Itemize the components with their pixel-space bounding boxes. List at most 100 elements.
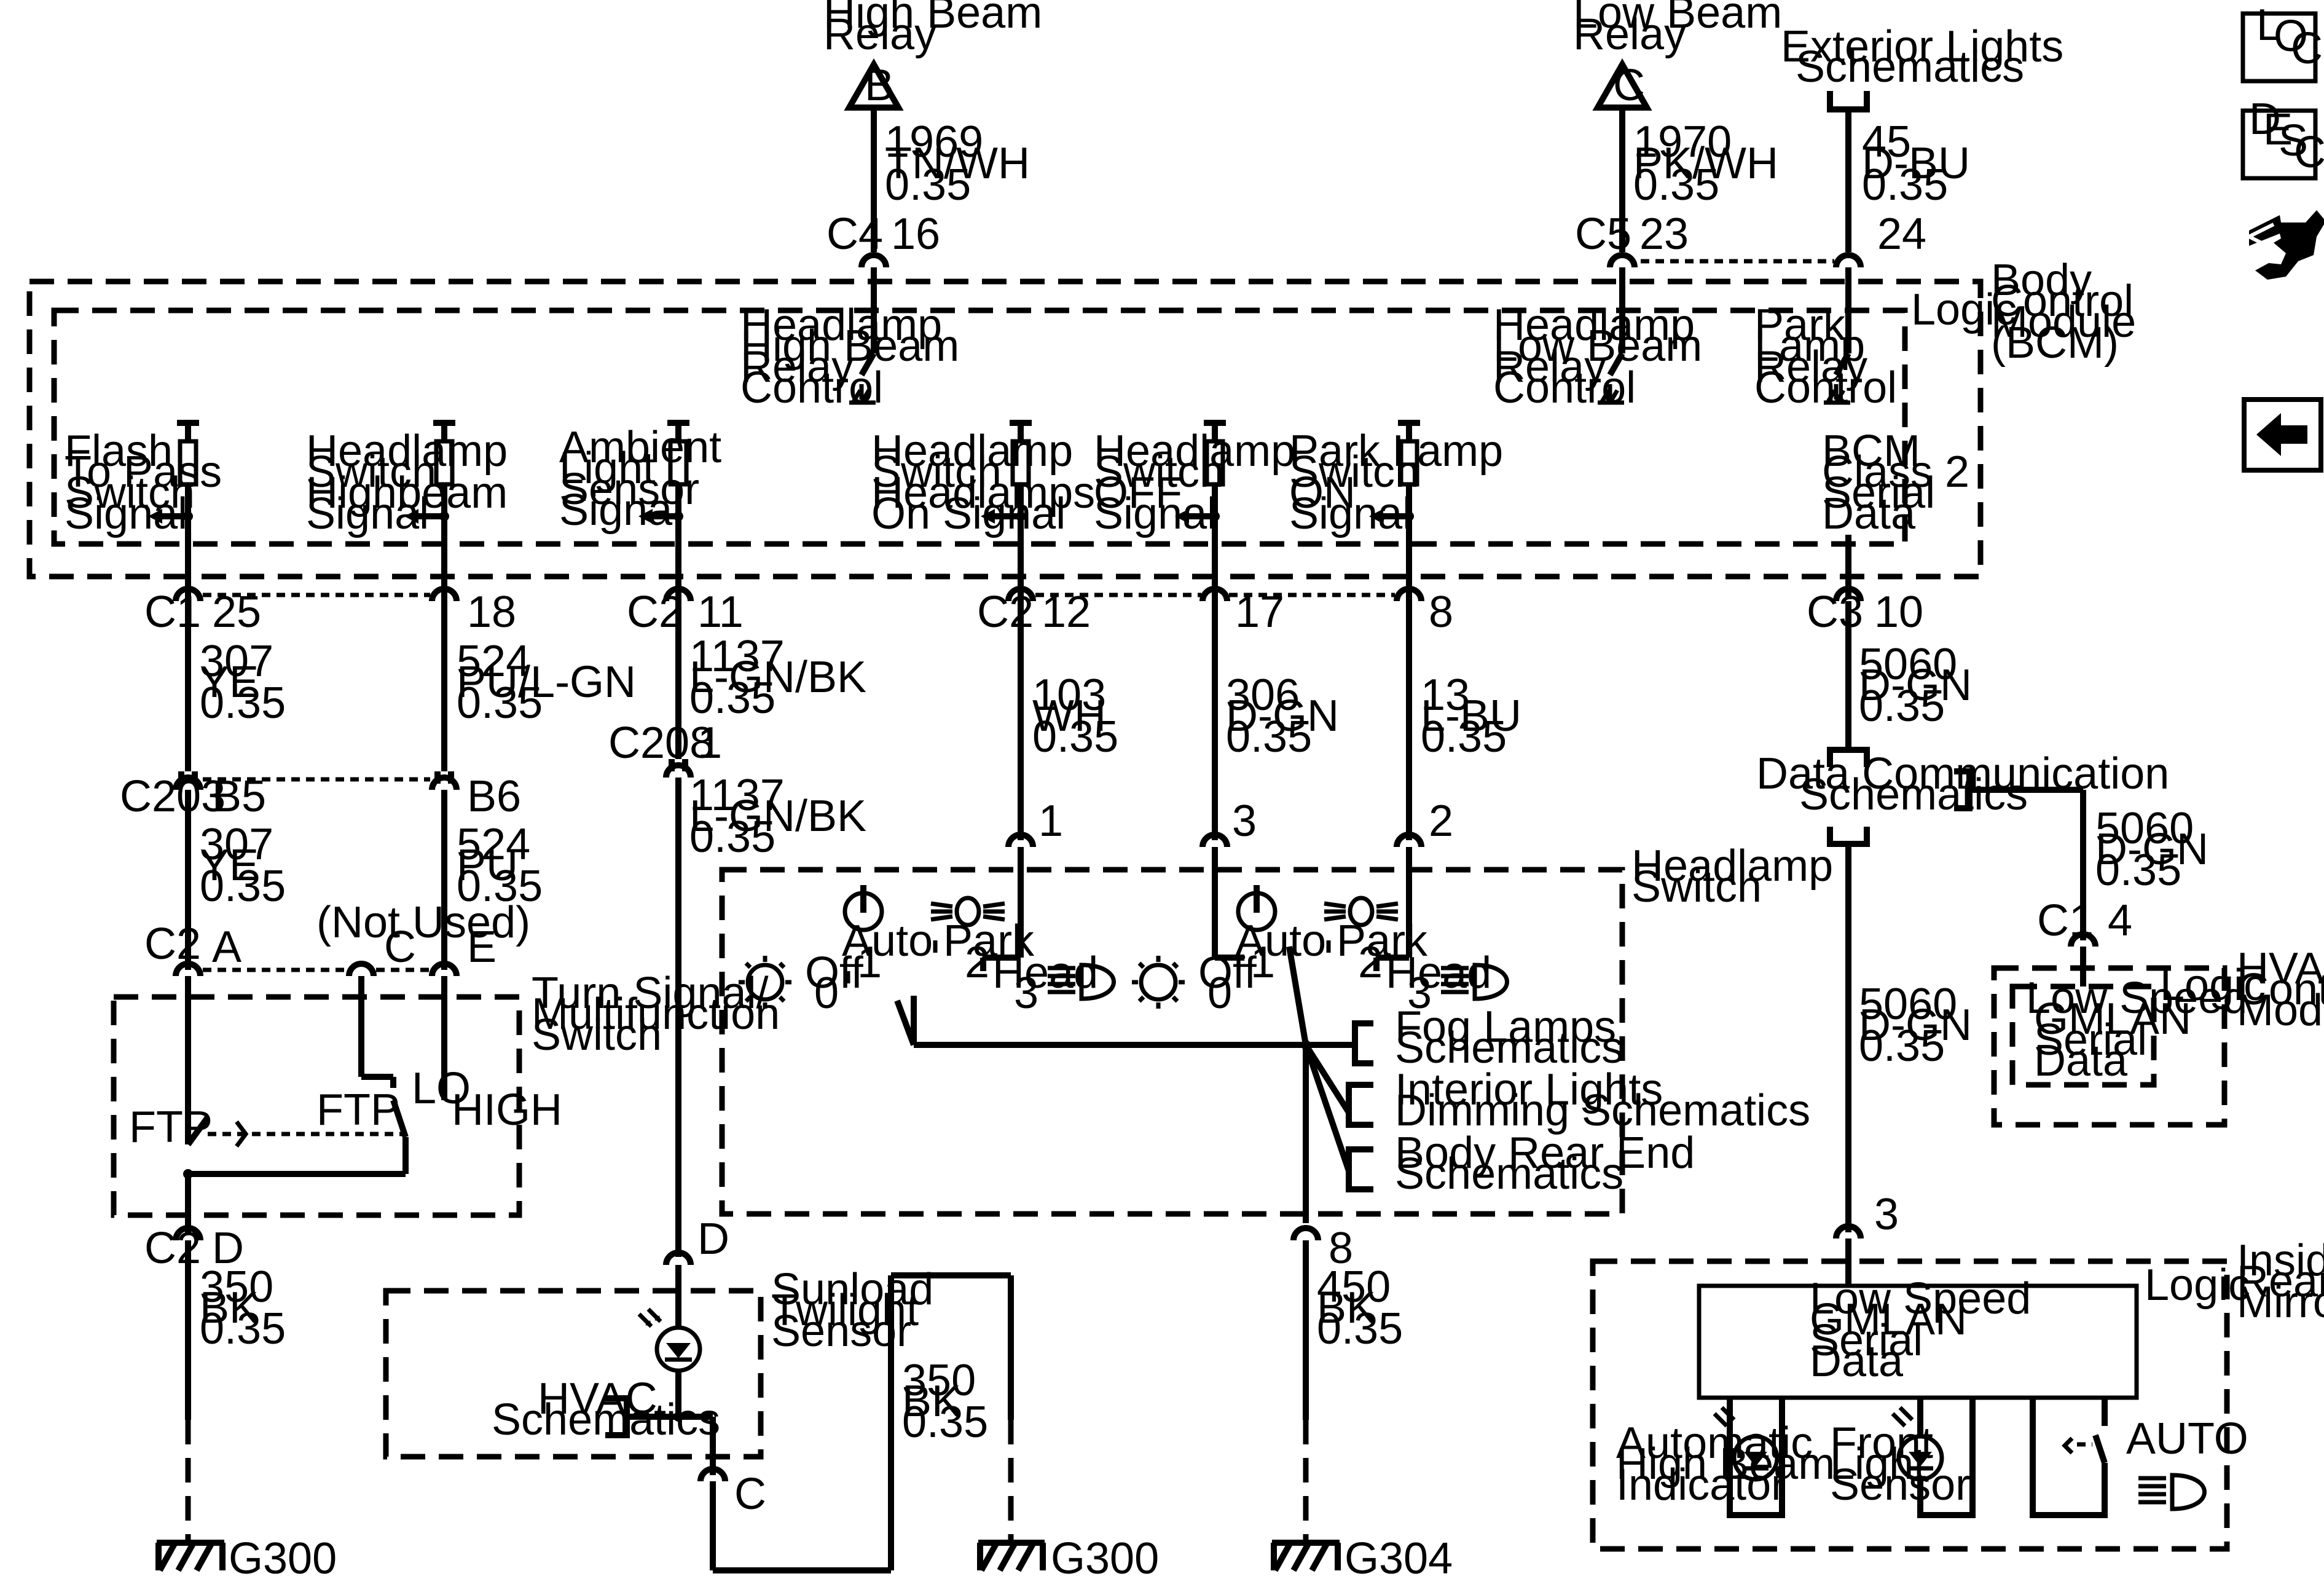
w350a-size: 0.35 [200,1304,286,1353]
auto-headlamp-icon [2138,1473,2207,1511]
back-arrow-button[interactable] [2242,397,2323,473]
g304-label: G304 [1345,1534,1453,1579]
bcm-name-4: (BCM) [1991,318,2119,368]
signal-arrow-icon [1369,509,1383,524]
high-beam-wire-color: TN/WH [885,139,1030,188]
light-bulb-off-icon [1132,956,1185,1009]
low-beam-relay-label-1: Low Beam [1573,0,1782,37]
mirror-indicator-2: High Beam [1616,1439,1835,1489]
ground-g300-b: G300 [977,1534,1159,1579]
park-on-label-2: Switch [1289,447,1419,497]
w307-number: 307 [200,637,273,686]
ts-ftp-2: FTP [316,1085,400,1135]
low-beam-connector: C5 [1575,210,1631,259]
hs-off-num-1: 0 [814,969,839,1018]
ambient-label-2: Light [559,444,655,493]
park-on-label-3: ON [1289,468,1356,518]
w524b-size: 0.35 [457,862,543,911]
hvac-name-2: Control [2237,965,2324,1014]
hb-control-2: High Beam [740,321,959,371]
hvac-gmlan-2: GMLAN [2034,994,2191,1044]
desc-button[interactable]: D E S C [2240,95,2324,181]
off-signal-label-3: OFF [1094,468,1182,518]
lb-control-4: Control [1493,363,1636,412]
g300b-label: G300 [1051,1534,1159,1579]
low-beam-wire-color: PK/WH [1633,139,1778,188]
w350a-number: 350 [200,1262,273,1312]
ambient-label-3: Sensor [559,465,699,514]
desc-letter-d: D [2249,95,2281,144]
w524b-number: 524 [457,820,530,869]
highbeam-signal-label-2: Switch [306,447,436,497]
loc-button[interactable]: L O C [2240,1,2323,84]
c2-label-a: C2 [627,588,683,637]
mirror-logic: Logic [2145,1261,2250,1310]
hvac-pin-4: 4 [2108,896,2132,945]
hb-control-4: Control [740,363,883,412]
w13-color: L-BU [1421,691,1521,741]
w1137b-size: 0.35 [689,813,775,862]
park-on-label-4: Signal [1289,489,1412,538]
hs-pin1: 1 [1038,797,1063,846]
pin-8: 8 [1429,588,1453,637]
ambient-label-1: Ambient [559,423,721,472]
w350a-color: BK [200,1283,259,1333]
hs-interior-1: Interior Lights [1395,1065,1663,1114]
mirror-indicator-1: Automatic [1616,1419,1813,1468]
w450-size: 0.35 [1317,1304,1403,1353]
hs-head-num-2: 3 [1407,969,1432,1018]
lb-control-1: Headlamp [1493,301,1695,350]
highbeam-signal-label-4: Signal [306,489,429,538]
ground-icon [1598,384,1624,405]
signal-arrow-icon [638,509,653,524]
mirror-auto: AUTO [2126,1414,2248,1463]
signal-arrow-icon [148,509,162,524]
ts-bottom-d: D [212,1224,244,1273]
ground-symbol-icon [1271,1541,1341,1572]
flash-label-3: Switch [65,468,195,518]
high-beam-relay-label-1: High Beam [823,0,1042,37]
w5060a-size: 0.35 [1859,682,1945,731]
repair-wrench-icon[interactable] [2245,210,2324,280]
w5060b-number: 5060 [2095,804,2194,853]
hs-auto-num-2: 1 [1250,938,1275,987]
ground-g304: G304 [1271,1534,1453,1579]
high-beam-relay-block: High Beam Relay B 1969 TN/WH 0.35 C4 16 [823,0,1042,259]
off-signal-label-4: Signal [1094,489,1217,538]
back-arrow-icon [2256,413,2307,456]
w307b-number: 307 [200,820,273,869]
headlamp-beam-icon [1441,963,1509,1001]
light-sensor-icon [1891,1406,1944,1482]
bcm-serial-label-1: BCM [1822,427,1920,476]
signal-arrow-icon [981,509,995,524]
flash-label-4: Signal [65,489,187,538]
w524b-color: PU [457,841,518,890]
lb-control-2: Low Beam [1493,321,1702,371]
hs-fog-1: Fog Lamps [1395,1002,1616,1052]
w5060a-color: D-GN [1859,661,1972,710]
exterior-wire-size: 0.35 [1862,160,1948,210]
hs-interior-2: Dimming Schematics [1395,1086,1810,1135]
pin-25: 25 [212,588,261,637]
hvac-control-module: Low Speed GMLAN Serial Data Logic HVAC C… [1991,944,2324,1128]
loc-letter-l: L [2256,1,2281,50]
ts-not-used: (Not Used) [316,898,530,947]
w307b-size: 0.35 [200,862,286,911]
ts-pin-c: C [384,923,416,972]
signal-arrow-icon [404,509,418,524]
c203-label: C203 [120,772,226,821]
loc-letter-c: C [2291,24,2323,73]
park-control-2: Lamp [1754,321,1865,371]
loc-letter-o: O [2274,12,2308,61]
w103-size: 0.35 [1032,712,1118,762]
hvac-c1: C1 [2037,896,2094,945]
high-beam-wire-size: 0.35 [885,160,971,210]
pin-18: 18 [467,588,516,637]
w524-color: PU/L-GN [457,658,636,707]
data-communication-block: Data Communication Schematics 5060 D-GN … [1756,747,2208,1232]
sunload-pin-c: C [734,1470,766,1519]
w350b-number: 350 [902,1356,976,1405]
sunload-twilight-sensor: D Sunload Twilight Sensor HVAC Schematic… [383,1215,1014,1573]
bcm-bottom-connectors: C1 25 18 C2 11 C2 12 17 8 C3 10 [144,586,1923,637]
